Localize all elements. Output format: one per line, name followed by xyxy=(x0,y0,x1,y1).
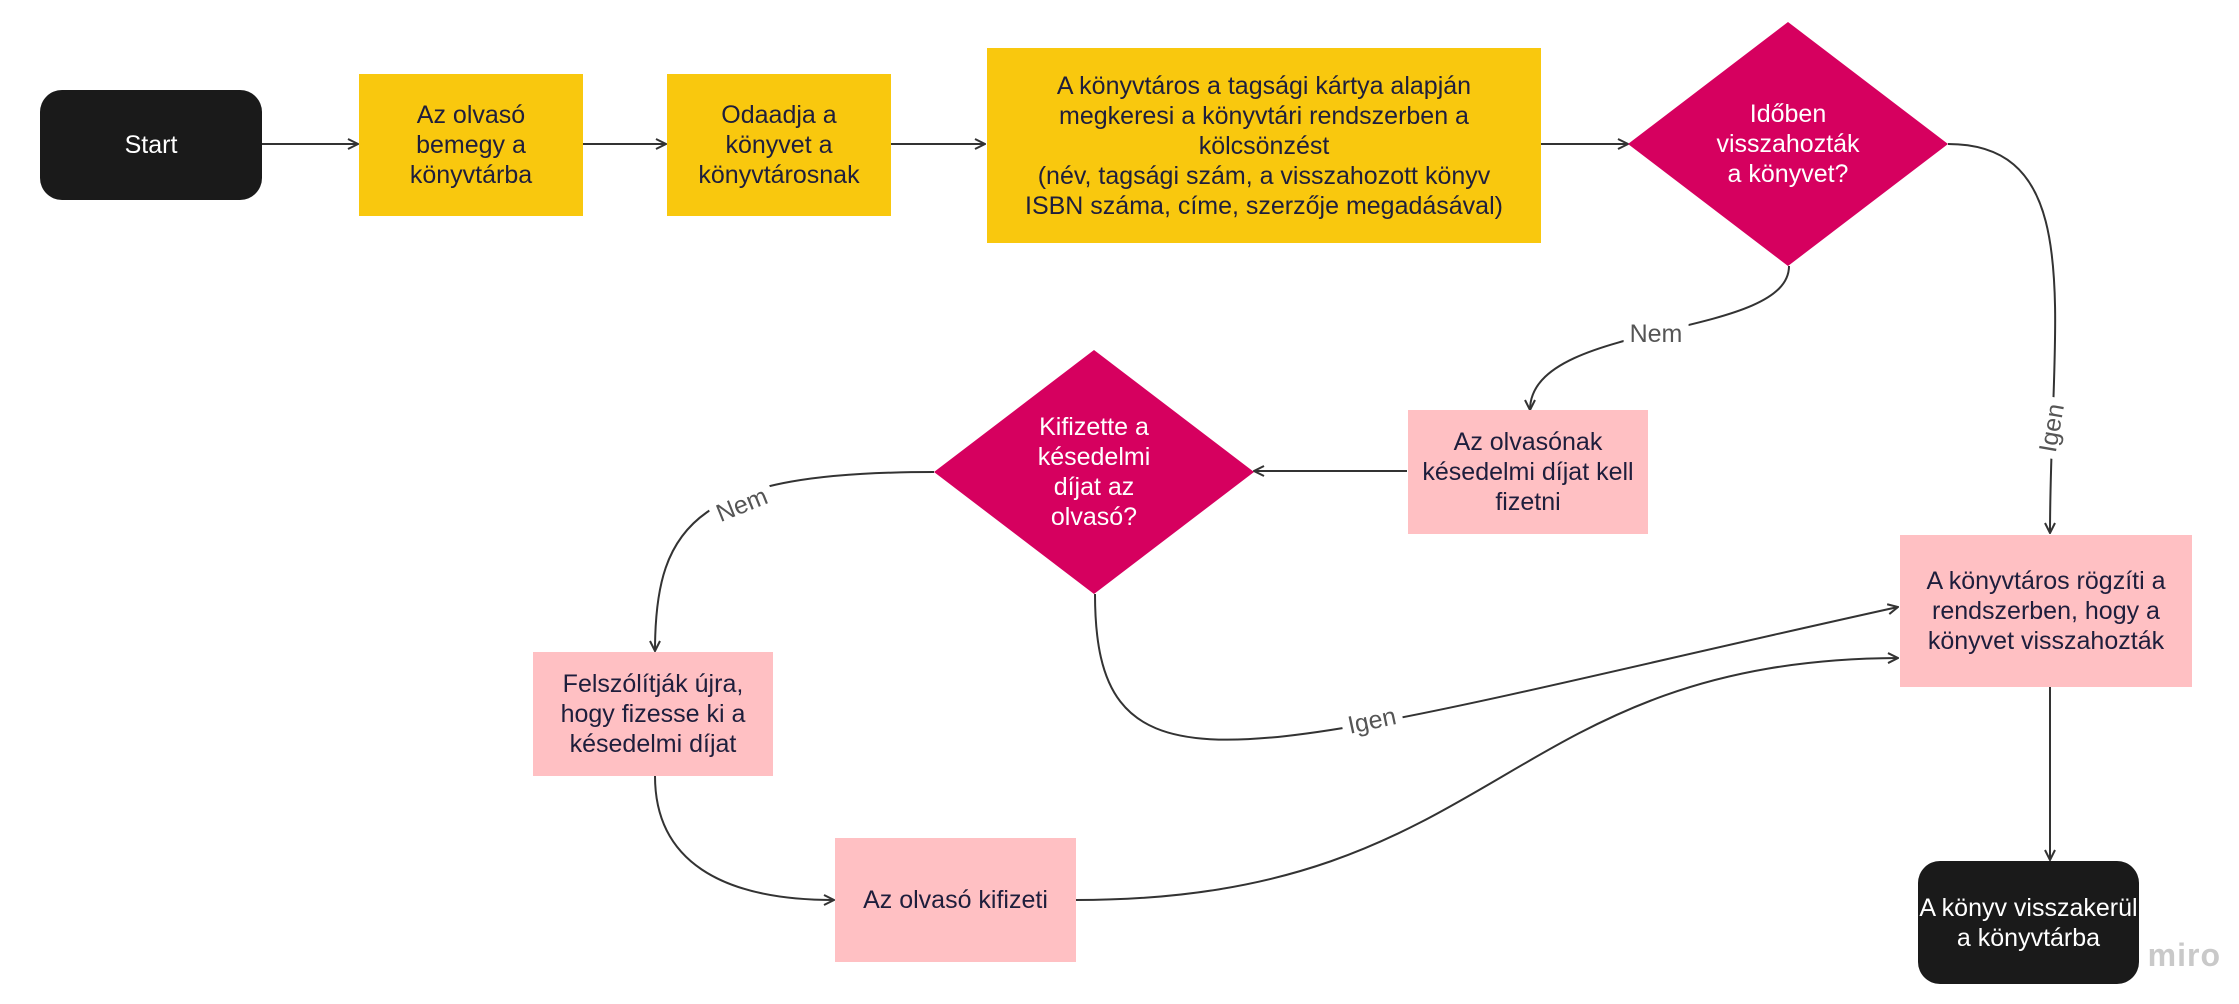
returned-on-time-label: Időben visszahozták a könyvet? xyxy=(1716,100,1860,188)
reader-pays-node[interactable]: Az olvasó kifizeti xyxy=(835,838,1076,962)
edge-asked-to-pays xyxy=(654,775,834,900)
records-return-node[interactable]: A könyvtáros rögzíti a rendszerben, hogy… xyxy=(1900,535,2192,687)
decision-diamond-shape xyxy=(934,350,1254,594)
must-pay-fee-node[interactable]: Az olvasónak késedelmi díjat kell fizetn… xyxy=(1408,410,1648,534)
enters-library-node[interactable]: Az olvasó bemegy a könyvtárba xyxy=(359,74,583,216)
start-node[interactable]: Start xyxy=(40,90,262,200)
edge-paid-no xyxy=(655,471,935,651)
edge-on-time-yes xyxy=(1947,143,2057,533)
edge-label-on-time-no: Nem xyxy=(1623,320,1689,348)
must-pay-fee-label: Az olvasónak késedelmi díjat kell fizetn… xyxy=(1422,428,1634,516)
enters-library-label: Az olvasó bemegy a könyvtárba xyxy=(409,101,533,189)
asked-again-node[interactable]: Felszólítják újra, hogy fizesse ki a kés… xyxy=(533,652,773,776)
miro-watermark: miro xyxy=(2147,937,2221,973)
start-label: Start xyxy=(124,131,178,159)
end-label: A könyv visszakerül a könyvtárba xyxy=(1919,893,2138,952)
librarian-finds-loan-node[interactable]: A könyvtáros a tagsági kártya alapján me… xyxy=(987,48,1541,243)
edge-paid-yes xyxy=(1094,593,1898,741)
hands-over-book-label: Odaadja a könyvet a könyvtárosnak xyxy=(698,101,860,189)
asked-again-label: Felszólítják újra, hogy fizesse ki a kés… xyxy=(560,670,746,758)
returned-on-time-decision[interactable]: Időben visszahozták a könyvet? xyxy=(1628,22,1948,266)
paid-fee-decision[interactable]: Kifizette a késedelmi díjat az olvasó? xyxy=(934,350,1254,594)
paid-fee-label: Kifizette a késedelmi díjat az olvasó? xyxy=(1037,413,1151,531)
end-node[interactable]: A könyv visszakerül a könyvtárba xyxy=(1918,861,2139,984)
edge-pays-to-records xyxy=(1075,658,1898,901)
records-return-label: A könyvtáros rögzíti a rendszerben, hogy… xyxy=(1926,567,2166,655)
decision-diamond-shape xyxy=(1628,22,1948,266)
librarian-finds-loan-label: A könyvtáros a tagsági kártya alapján me… xyxy=(1025,71,1503,220)
hands-over-book-node[interactable]: Odaadja a könyvet a könyvtárosnak xyxy=(667,74,891,216)
reader-pays-label: Az olvasó kifizeti xyxy=(863,886,1048,914)
